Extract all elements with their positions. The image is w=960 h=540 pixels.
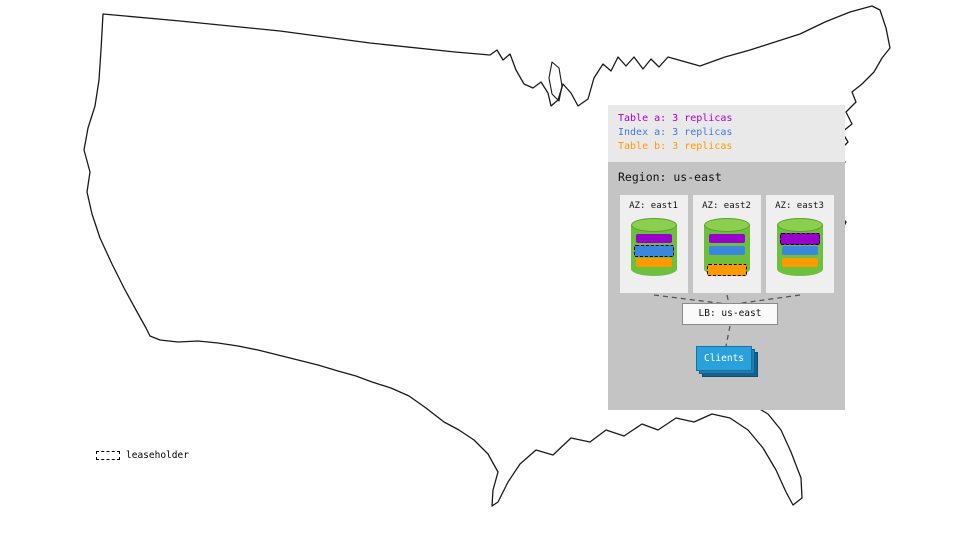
az-label-east3: AZ: east3	[775, 201, 824, 211]
replica-table-b	[781, 258, 818, 267]
az-row: AZ: east1 AZ: east2 AZ: east3	[608, 195, 845, 293]
clients: Clients	[696, 346, 758, 377]
replica-table-a	[635, 234, 672, 243]
replica-index-a	[708, 246, 745, 255]
leaseholder-key-label: leaseholder	[126, 450, 189, 461]
legend-table-b: Table b: 3 replicas	[618, 141, 733, 152]
clients-label: Clients	[696, 346, 752, 371]
cylinder-top	[630, 218, 677, 232]
load-balancer: LB: us-east	[682, 303, 778, 325]
cylinder-top	[703, 218, 750, 232]
region-box: Region: us-east AZ: east1 AZ: east2	[608, 162, 845, 410]
lake-michigan-outline	[548, 61, 563, 102]
replica-table-b-leaseholder	[706, 264, 747, 276]
leaseholder-swatch-icon	[96, 451, 120, 460]
replica-legend-panel: Table a: 3 replicas Index a: 3 replicas …	[608, 105, 845, 162]
cylinder-top	[776, 218, 823, 232]
legend-index-a: Index a: 3 replicas	[618, 127, 733, 138]
database-cylinder-east3	[776, 218, 823, 276]
database-cylinder-east2	[703, 218, 750, 276]
region-title: Region: us-east	[618, 170, 722, 184]
replica-index-a-leaseholder	[633, 245, 674, 257]
legend-table-a: Table a: 3 replicas	[618, 113, 733, 124]
az-label-east1: AZ: east1	[629, 201, 678, 211]
replica-index-a	[781, 246, 818, 255]
az-box-east2: AZ: east2	[692, 195, 761, 293]
replica-table-b	[635, 258, 672, 267]
database-cylinder-east1	[630, 218, 677, 276]
replica-table-a-leaseholder	[779, 233, 820, 245]
az-box-east1: AZ: east1	[619, 195, 688, 293]
az-box-east3: AZ: east3	[765, 195, 834, 293]
leaseholder-key: leaseholder	[96, 450, 189, 461]
az-label-east2: AZ: east2	[702, 201, 751, 211]
replica-table-a	[708, 234, 745, 243]
